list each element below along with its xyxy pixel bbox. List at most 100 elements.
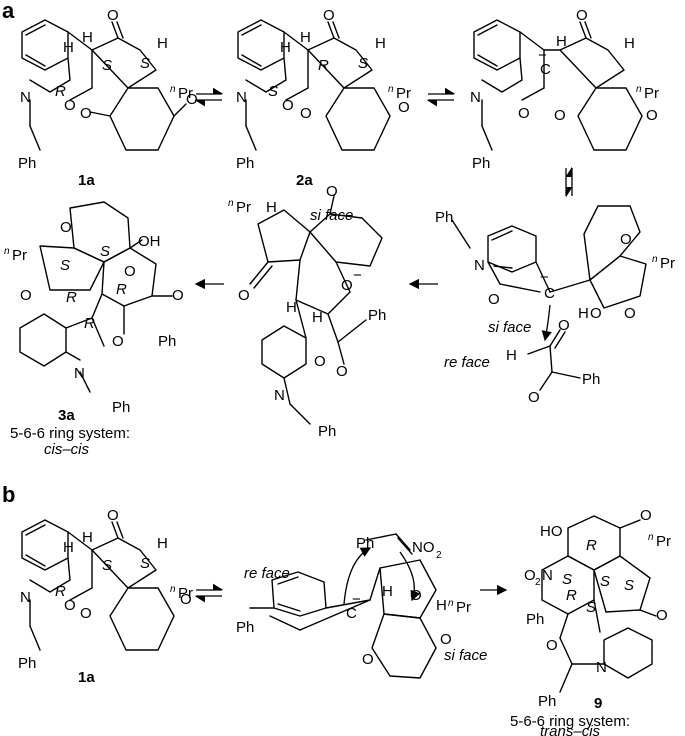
svg-text:O: O [524,567,536,584]
svg-text:O: O [488,291,500,308]
svg-text:S: S [586,599,596,616]
svg-text:O: O [64,597,76,614]
svg-text:Ph: Ph [538,693,556,710]
svg-text:Ph: Ph [435,209,453,226]
svg-text:S: S [624,577,634,594]
svg-text:−: − [352,591,361,608]
svg-text:N: N [474,257,485,274]
svg-text:O: O [590,305,602,322]
svg-text:O: O [238,287,250,304]
svg-text:H: H [375,35,386,52]
svg-text:R: R [66,289,77,306]
svg-text:S: S [358,55,368,72]
svg-text:Ph: Ph [112,399,130,416]
structure-2a [237,19,391,151]
svg-text:R: R [116,281,127,298]
structure-1a-top [21,19,187,151]
label-1a-bottom: 1a [78,669,95,686]
svg-text:R: R [55,83,66,100]
svg-text:n: n [636,84,642,95]
svg-text:O: O [314,353,326,370]
svg-text:H: H [556,33,567,50]
svg-text:Ph: Ph [356,535,374,552]
svg-text:2: 2 [436,550,442,561]
svg-text:H: H [382,583,393,600]
svg-text:H: H [506,347,517,364]
svg-text:O: O [528,389,540,406]
svg-text:O: O [558,317,570,334]
svg-text:O: O [546,637,558,654]
svg-text:H: H [300,29,311,46]
structure-9 [541,515,657,693]
svg-text:Ph: Ph [236,155,254,172]
svg-text:n: n [170,584,176,595]
phenylglyoxal [527,329,581,391]
svg-text:O: O [440,631,452,648]
svg-text:2: 2 [535,577,541,588]
svg-text:H: H [286,299,297,316]
structure-3a [19,201,173,393]
svg-text:H: H [436,597,447,614]
svg-text:HO: HO [540,523,563,540]
svg-text:Pr: Pr [236,199,251,216]
svg-text:H: H [157,535,168,552]
svg-text:NO: NO [412,539,435,556]
svg-text:N: N [274,387,285,404]
svg-text:H: H [266,199,277,216]
svg-text:H: H [63,39,74,56]
svg-text:−: − [353,267,362,284]
label-2a: 2a [296,172,313,189]
svg-text:N: N [74,365,85,382]
svg-text:O: O [362,651,374,668]
svg-text:n: n [4,246,10,257]
svg-text:O: O [336,363,348,380]
svg-text:O: O [80,605,92,622]
svg-text:O: O [554,107,566,124]
svg-text:−: − [540,269,549,286]
svg-text:O: O [640,507,652,524]
svg-text:O: O [300,105,312,122]
svg-text:H: H [312,309,323,326]
svg-text:S: S [102,57,112,74]
svg-text:O: O [323,7,335,24]
svg-text:OH: OH [138,233,161,250]
svg-text:n: n [388,84,394,95]
svg-text:S: S [60,257,70,274]
svg-text:S: S [600,573,610,590]
svg-text:O: O [112,333,124,350]
svg-text:Ph: Ph [158,333,176,350]
svg-text:O: O [180,591,192,608]
si-face-label-mid: si face [488,319,531,336]
svg-text:O: O [326,183,338,200]
svg-text:O: O [518,105,530,122]
svg-text:O: O [172,287,184,304]
svg-text:O: O [107,507,119,524]
svg-text:R: R [84,315,95,332]
ring-system-value-b: trans–cis [540,723,601,736]
svg-text:Pr: Pr [12,247,27,264]
svg-text:H: H [63,539,74,556]
structure-carbanion-mid [451,205,647,309]
svg-text:O: O [624,305,636,322]
svg-text:Pr: Pr [396,85,411,102]
svg-text:O: O [341,277,353,294]
svg-text:C: C [346,605,357,622]
svg-text:N: N [542,567,553,584]
structure-nitrostyrene-ts [249,533,437,679]
svg-text:n: n [448,598,454,609]
svg-text:S: S [562,571,572,588]
svg-text:O: O [20,287,32,304]
svg-text:O: O [186,91,198,108]
svg-text:n: n [228,198,234,209]
si-face-label-top: si face [310,207,353,224]
svg-text:Pr: Pr [178,85,193,102]
svg-text:O: O [60,219,72,236]
re-face-label-b: re face [244,565,290,582]
svg-text:Ph: Ph [472,155,490,172]
svg-text:S: S [268,83,278,100]
si-face-label-b: si face [444,647,487,664]
re-face-label-mid: re face [444,354,490,371]
svg-text:C: C [540,61,551,78]
ring-system-label-a: 5-6-6 ring system: [10,425,130,442]
svg-text:H: H [578,305,589,322]
